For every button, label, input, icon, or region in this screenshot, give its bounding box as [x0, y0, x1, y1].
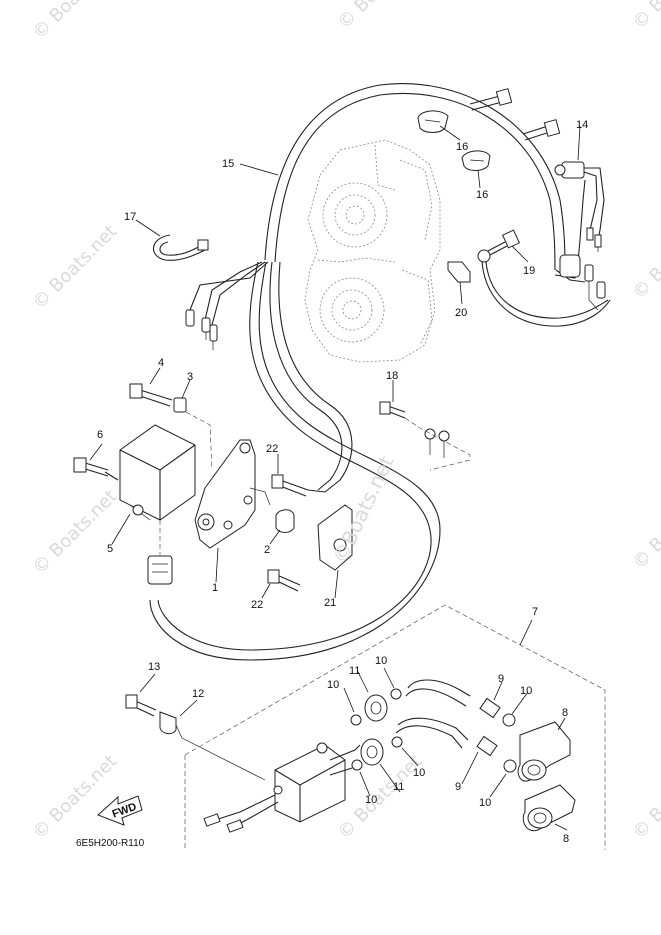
callout-16: 16 — [456, 141, 468, 153]
callout-12: 12 — [192, 688, 204, 700]
watermark-text: © Boats.net — [29, 0, 121, 44]
watermark-text: © Boats.net — [29, 486, 121, 578]
callout-7: 7 — [532, 606, 538, 618]
group-boundary — [184, 604, 606, 850]
callout-13: 13 — [148, 661, 160, 673]
callout-18: 18 — [386, 370, 398, 382]
spring-clip-part — [350, 688, 517, 773]
watermark-text: © Boats.net — [29, 221, 121, 313]
grommet-part — [267, 474, 353, 592]
callout-17: 17 — [124, 211, 136, 223]
callout-11: 11 — [349, 665, 360, 677]
callout-20: 20 — [455, 307, 467, 319]
bracket-part — [194, 439, 271, 549]
coil-clamp-part — [125, 694, 266, 781]
callout-10: 10 — [479, 797, 491, 809]
harness-branch — [185, 261, 269, 350]
cap-part — [360, 694, 388, 766]
callout-1: 1 — [212, 582, 218, 594]
fwd-arrow-icon: FWD — [97, 795, 143, 826]
callout-3: 3 — [187, 371, 193, 383]
callout-21: 21 — [324, 597, 336, 609]
sensor-part — [554, 161, 605, 252]
callout-22: 22 — [266, 443, 278, 455]
watermark-text: © Boats.net — [629, 211, 661, 303]
ground-bracket-part — [447, 229, 611, 327]
watermark-text: © Boats.net — [629, 0, 661, 34]
callout-10: 10 — [520, 685, 532, 697]
callout-9: 9 — [498, 673, 504, 685]
cable-tie-part — [153, 234, 209, 261]
callout-2: 2 — [264, 544, 270, 556]
wire-harness — [149, 83, 586, 661]
engine-block — [304, 139, 441, 363]
cdi-unit-part — [104, 424, 196, 585]
bolt-part — [469, 88, 561, 141]
callout-15: 15 — [222, 158, 234, 170]
callout-14: 14 — [576, 119, 588, 131]
callout-10: 10 — [365, 794, 377, 806]
callout-6: 6 — [97, 429, 103, 441]
callout-19: 19 — [523, 265, 535, 277]
watermark-text: © Boats.net — [629, 751, 661, 843]
callout-22: 22 — [251, 599, 263, 611]
plug-cap-part — [517, 721, 576, 832]
callout-9: 9 — [455, 781, 461, 793]
diagram-code: 6E5H200-R110 — [76, 838, 145, 849]
ground-lead-part — [379, 401, 471, 471]
callout-labels: 15 17 14 16 16 19 20 18 4 3 6 5 1 2 22 2… — [97, 119, 588, 845]
watermark-text: © Boats.net — [334, 0, 426, 34]
hose-part — [395, 679, 501, 757]
callout-11: 11 — [393, 781, 404, 793]
callout-5: 5 — [107, 543, 113, 555]
ignition-coil-part — [203, 742, 361, 833]
callout-8: 8 — [562, 707, 568, 719]
callout-10: 10 — [327, 679, 339, 691]
watermark-text: © Boats.net — [29, 751, 121, 843]
callout-10: 10 — [413, 767, 425, 779]
watermark-text: © Boats.net — [334, 751, 426, 843]
callout-4: 4 — [158, 357, 164, 369]
leader-lines — [89, 125, 581, 831]
watermark-text: © Boats.net — [629, 481, 661, 573]
callout-8: 8 — [563, 833, 569, 845]
callout-10: 10 — [375, 655, 387, 667]
clamp-part — [417, 110, 491, 171]
callout-16: 16 — [476, 189, 488, 201]
fastener-group — [73, 383, 213, 477]
